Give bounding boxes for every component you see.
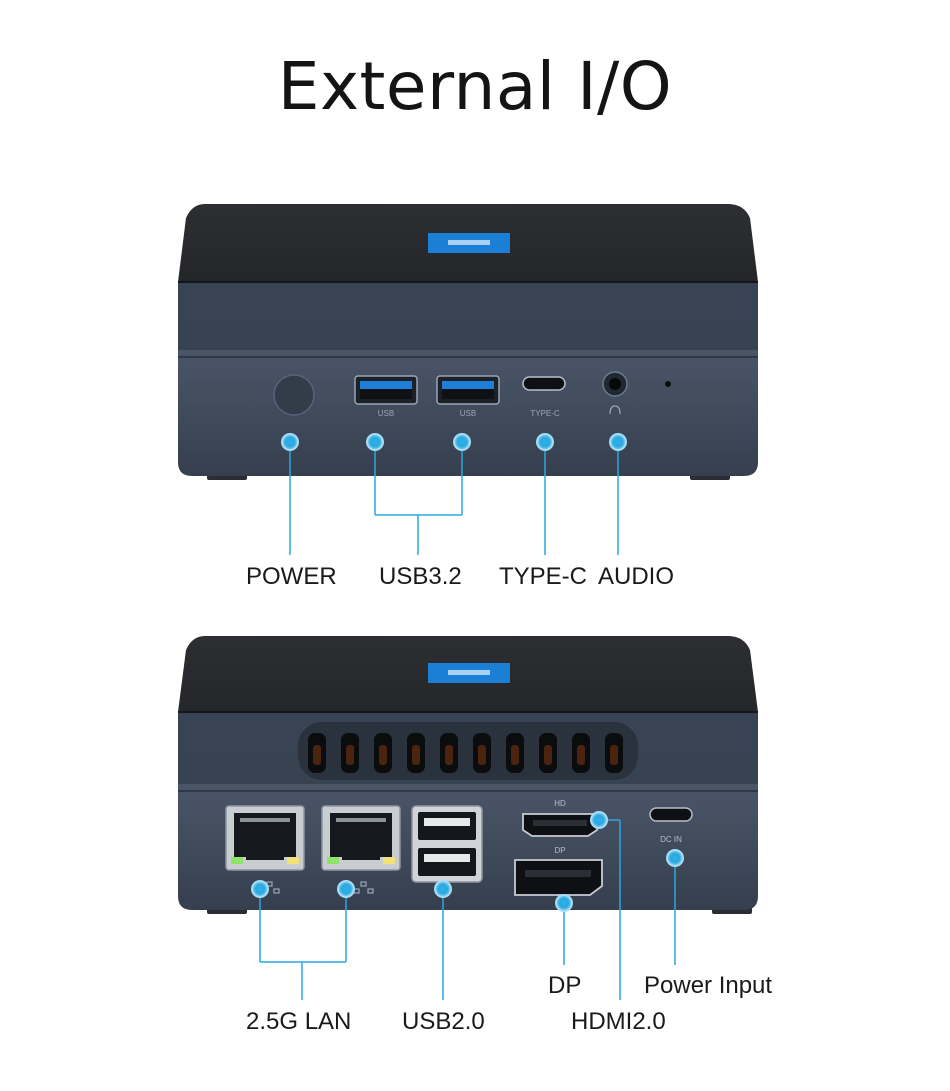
callout-dot-usb20	[434, 880, 452, 898]
rear-callouts	[259, 819, 676, 1000]
callout-dot-lan-1	[251, 880, 269, 898]
page-title: External I/O	[277, 48, 673, 125]
label-usb32: USB3.2	[379, 563, 462, 590]
usb-port-text-2: USB	[460, 409, 476, 418]
label-power-input: Power Input	[644, 972, 773, 999]
front-callouts	[289, 442, 619, 555]
callout-dot-hdmi	[590, 811, 608, 829]
callout-dot-typec	[536, 433, 554, 451]
hd-port-text: HD	[554, 799, 566, 808]
type-c-port-text: TYPE-C	[530, 409, 560, 418]
label-usb20: USB2.0	[402, 1008, 485, 1035]
usb-a-port-1: USB	[354, 375, 418, 418]
callout-dot-power	[281, 433, 299, 451]
power-button	[273, 374, 315, 416]
label-power: POWER	[246, 563, 337, 590]
lan-port-1	[225, 805, 305, 871]
dc-in-port-text: DC IN	[660, 835, 682, 844]
label-lan: 2.5G LAN	[246, 1008, 352, 1035]
usb-a-port-2: USB	[436, 375, 500, 418]
usb20-ports	[411, 805, 483, 883]
rear-device: HD DP DC IN	[178, 636, 758, 914]
callout-dot-lan-2	[337, 880, 355, 898]
callout-dot-dcin	[666, 849, 684, 867]
type-c-port: TYPE-C	[522, 376, 566, 418]
dc-in-port: DC IN	[649, 807, 693, 844]
label-dp: DP	[548, 972, 582, 999]
dp-port-text: DP	[554, 846, 565, 855]
callout-dot-dp	[555, 894, 573, 912]
usb-port-text-1: USB	[378, 409, 394, 418]
front-device: USB USB TYPE-C	[178, 204, 758, 480]
callout-dot-audio	[609, 433, 627, 451]
label-typec: TYPE-C	[499, 563, 588, 590]
reset-pinhole	[665, 381, 671, 387]
callout-dot-usb-1	[366, 433, 384, 451]
displayport: DP	[514, 846, 603, 896]
vent-grille	[298, 722, 638, 780]
label-hdmi: HDMI2.0	[571, 1008, 666, 1035]
headphone-icon	[609, 405, 621, 415]
label-audio: AUDIO	[598, 563, 675, 590]
callout-dot-usb-2	[453, 433, 471, 451]
lan-port-2	[321, 805, 401, 871]
audio-jack	[602, 371, 628, 415]
